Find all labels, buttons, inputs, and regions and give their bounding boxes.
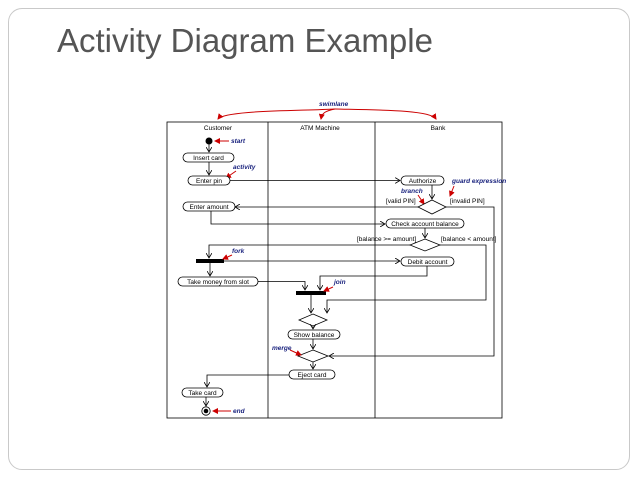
activity-take-card [181,387,224,398]
annotation-join: join [333,279,346,286]
activity-authorize-label: Authorize [409,178,437,185]
annotation-merge: merge [272,345,292,352]
swimlane-frame [166,121,503,419]
activity-eject-card [288,369,336,380]
start-node [205,137,213,145]
annotation-activity: activity [233,164,256,171]
activity-take-card-label: Take card [188,390,217,397]
activity-insert-card-label: Insert card [193,155,224,162]
edge-balance-low-merge [327,244,487,313]
slide-title: Activity Diagram Example [57,22,433,59]
activity-take-money-label: Take money from slot [187,279,249,286]
guard-balance-ok: [balance >= amount] [357,236,416,243]
annotation-fork: fork [232,248,245,255]
activity-insert-card [182,152,235,163]
swimlane-arrow-atm [318,108,336,120]
lane-header-atm: ATM Machine [300,125,340,132]
activity-check-balance-label: Check account balance [391,221,459,228]
guard-invalid-pin: [invalid PIN] [450,198,485,205]
merge-pointer [289,349,302,356]
edge-eject-takecard [207,374,289,387]
activity-debit-account-label: Debit account [408,259,448,266]
lane-header-bank: Bank [431,125,447,132]
activity-show-balance-label: Show balance [294,332,335,339]
edge-invalid-pin-merge [329,206,495,356]
annotation-start: start [231,138,246,145]
annotation-guard-expression: guard expression [451,178,506,185]
swimlane-arrow-customer [217,108,336,120]
annotation-end: end [233,408,246,415]
edge-enteramount-checkbalance [210,211,385,224]
activity-show-balance [287,329,341,340]
activity-eject-card-label: Eject card [298,372,327,379]
fork-bar [196,259,224,263]
guard-pointer [449,185,455,197]
edge-debit-join [320,266,428,290]
activity-enter-pin-label: Enter pin [196,178,222,185]
swimlane-arrow-bank [334,108,437,120]
end-node-dot [203,408,209,414]
guard-balance-low: [balance < amount] [441,236,497,243]
edge-takemoney-join [258,281,305,291]
lane-header-customer: Customer [204,125,233,132]
join-pointer [323,286,334,292]
fork-pointer [222,254,233,260]
annotation-branch: branch [401,188,423,195]
join-bar [296,291,326,295]
activity-authorize [400,175,445,186]
branch-pointer [417,194,425,205]
edge-balance-ok-fork [209,244,410,258]
decision-balance [408,238,442,252]
guard-valid-pin: [valid PIN] [386,198,416,205]
annotation-swimlane: swimlane [319,101,349,108]
activity-enter-amount [182,201,236,212]
activity-debit-account [400,256,455,267]
activity-enter-amount-label: Enter amount [189,204,228,211]
decision-branch [417,199,447,215]
